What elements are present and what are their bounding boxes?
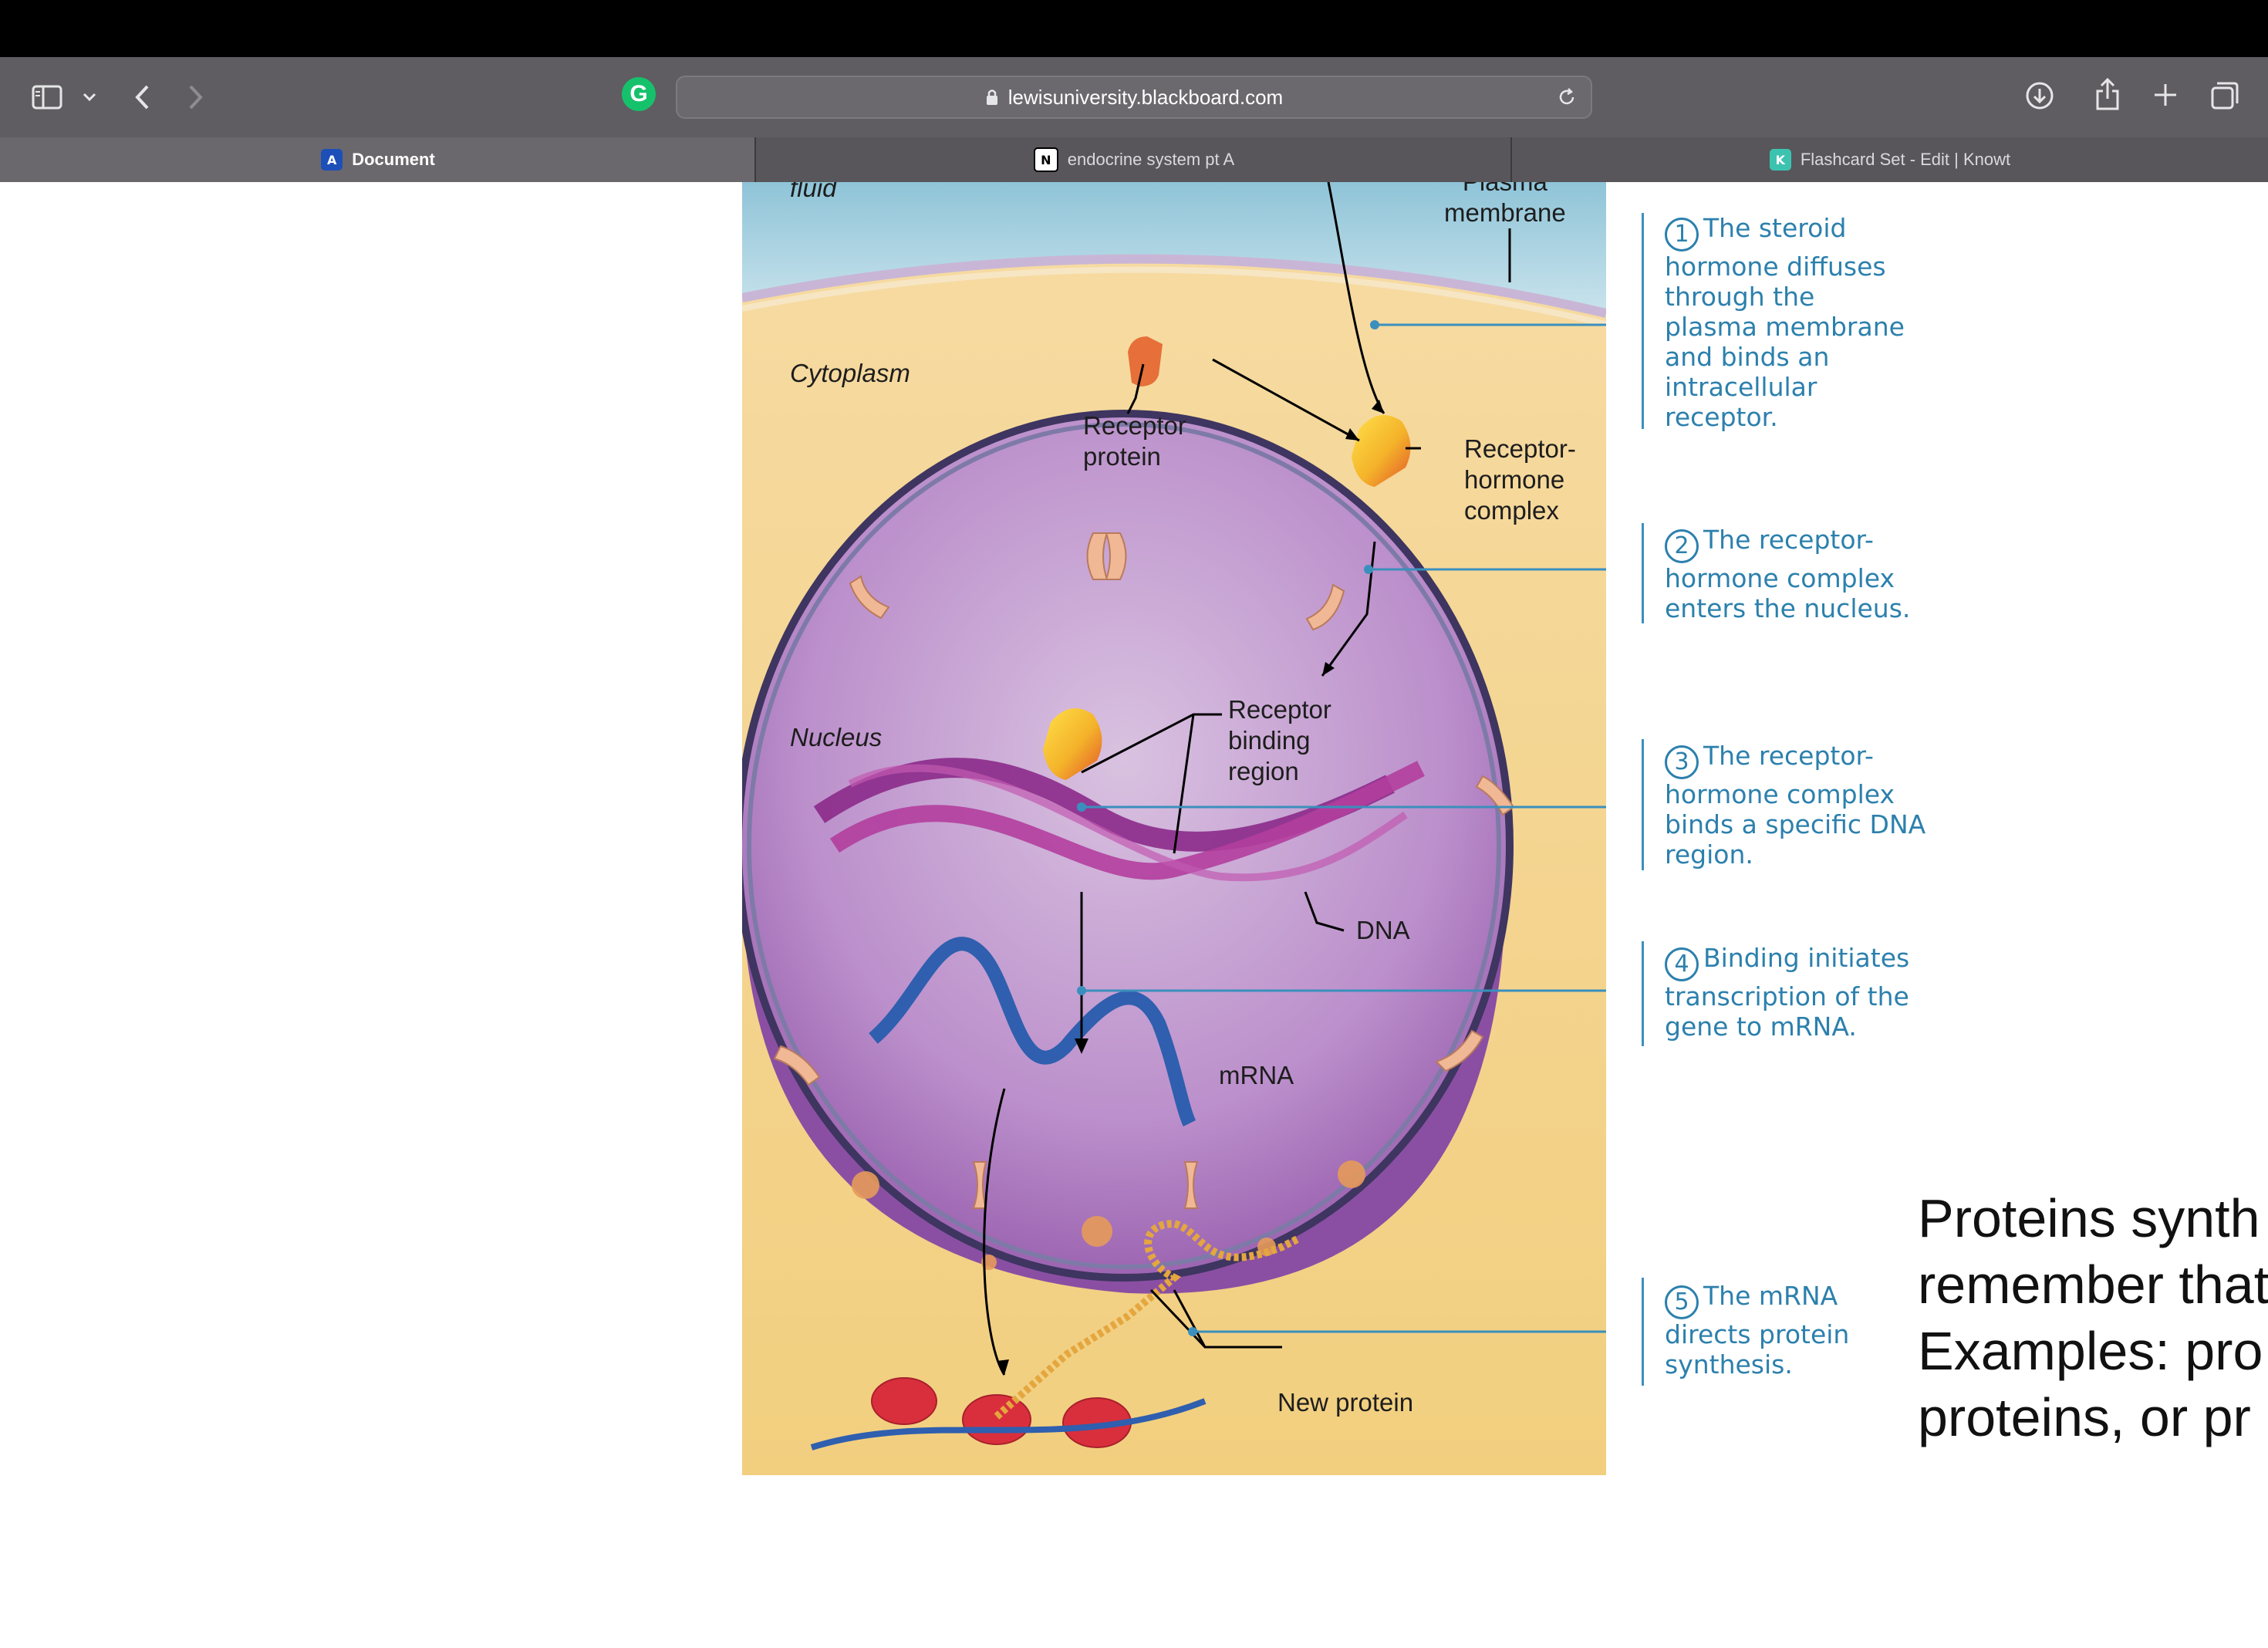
step-number: 5 [1665,1285,1699,1319]
fluid-label: fluid [790,182,837,202]
tab-icon-letter: N [1041,152,1051,167]
dna-label: DNA [1356,916,1410,944]
extension-icon-letter: G [629,81,648,106]
step-divider [1642,523,1644,623]
step-divider [1642,739,1644,870]
tab-overview-icon[interactable] [2206,77,2243,114]
document-viewer: fluid Plasma membrane Cytoplasm Receptor… [0,182,2268,1475]
receptor-hormone-complex-label: Receptor- hormone complex [1464,434,1576,525]
browser-toolbar: G [0,57,2268,137]
share-icon[interactable] [2091,74,2125,114]
tab-icon-letter: K [1775,152,1786,167]
tab-endocrine-system[interactable]: N endocrine system pt A [756,137,1512,182]
tab-label: Document [352,150,435,169]
forward-arrow-icon[interactable] [182,79,210,116]
back-arrow-icon[interactable] [128,79,156,116]
tab-icon-letter: A [327,152,337,167]
step-text: The receptor- hormone complex enters the… [1665,525,1911,623]
step-number: 1 [1665,217,1699,252]
new-tab-plus-icon[interactable] [2148,77,2183,113]
menu-bar-area [0,0,2268,57]
step-text: Binding initiates transcription of the g… [1665,943,1910,1042]
sidebar-toggle-icon[interactable] [29,80,65,114]
reload-icon[interactable] [1557,87,1577,107]
steroid-hormone-figure: fluid Plasma membrane Cytoplasm Receptor… [734,182,1608,1475]
tab-separator [754,137,756,182]
receptor-protein-label: Receptor protein [1083,411,1186,471]
cytoplasm-label: Cytoplasm [790,359,910,387]
chevron-down-icon[interactable] [79,86,100,108]
step-number: 2 [1665,529,1699,563]
notion-tab-icon: N [1033,147,1058,172]
tab-flashcard-set[interactable]: K Flashcard Set - Edit | Knowt [1512,137,2268,182]
grammarly-extension-icon[interactable]: G [622,77,656,111]
step-number: 3 [1665,745,1699,779]
new-protein-label: New protein [1277,1388,1414,1417]
step-number: 4 [1665,947,1699,981]
address-text: lewisuniversity.blackboard.com [1007,85,1284,109]
step-divider [1642,941,1644,1046]
address-bar[interactable]: lewisuniversity.blackboard.com [676,76,1592,119]
download-icon[interactable] [2021,77,2058,114]
tab-document[interactable]: A Document [0,137,756,182]
lock-icon [986,89,997,105]
step-text: The mRNA directs protein synthesis. [1665,1281,1850,1380]
tab-bar: A Document N endocrine system pt A K Fla… [0,137,2268,182]
tab-label: endocrine system pt A [1067,150,1235,169]
document-tab-icon: A [321,149,343,171]
document-body-text: Proteins synth remember that Examples: p… [1918,1188,2268,1447]
receptor-binding-region-label: Receptor binding region [1228,695,1331,785]
mrna-label: mRNA [1219,1061,1294,1089]
plasma-membrane-label: Plasma membrane [1444,182,1566,227]
step-divider [1642,213,1644,429]
tab-label: Flashcard Set - Edit | Knowt [1800,150,2011,169]
step-divider [1642,1278,1644,1386]
tab-separator [1510,137,1512,182]
step-text: The receptor- hormone complex binds a sp… [1665,741,1926,870]
step-text: The steroid hormone diffuses through the… [1665,213,1905,432]
nucleus-label: Nucleus [790,723,883,751]
knowt-tab-icon: K [1769,149,1791,171]
